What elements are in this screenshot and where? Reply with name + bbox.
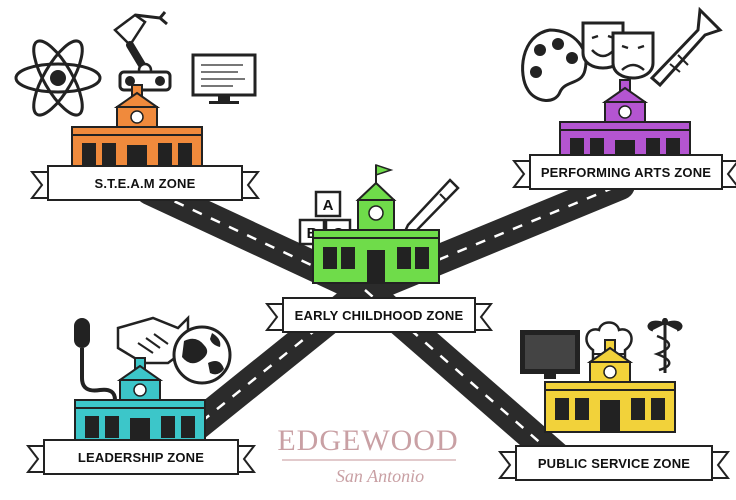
edgewood-logo-script: San Antonio	[336, 466, 424, 486]
microphone-icon	[74, 318, 117, 401]
public-service-zone-label: PUBLIC SERVICE ZONE	[538, 456, 690, 471]
public-service-zone-banner: PUBLIC SERVICE ZONE	[497, 445, 731, 481]
theater-masks-icon	[581, 21, 655, 80]
early-childhood-school-building	[312, 163, 440, 284]
early-childhood-zone-banner: EARLY CHILDHOOD ZONE	[264, 297, 494, 333]
steam-zone-label: S.T.E.A.M ZONE	[94, 176, 195, 191]
leadership-zone-label: LEADERSHIP ZONE	[78, 450, 204, 465]
early-childhood-zone-label: EARLY CHILDHOOD ZONE	[295, 308, 464, 323]
arts-zone-label: PERFORMING ARTS ZONE	[541, 165, 711, 180]
caduceus-icon	[647, 318, 683, 373]
trumpet-icon	[649, 6, 723, 88]
public-service-zone: PUBLIC SERVICE ZONE	[497, 318, 731, 481]
early-childhood-zone: A B C	[264, 163, 494, 333]
steam-zone: S.T.E.A.M ZONE	[14, 11, 261, 201]
arts-zone-banner: PERFORMING ARTS ZONE	[511, 154, 736, 190]
tv-monitor-icon	[520, 330, 580, 379]
computer-monitor-icon	[191, 53, 257, 104]
robot-arm-icon	[113, 11, 172, 92]
leadership-zone: LEADERSHIP ZONE	[25, 314, 257, 475]
globe-icon	[172, 325, 232, 385]
steam-zone-banner: S.T.E.A.M ZONE	[29, 165, 261, 201]
public-service-school-building	[544, 339, 676, 433]
atom-icon	[14, 39, 102, 117]
performing-arts-zone: PERFORMING ARTS ZONE	[511, 6, 736, 190]
steam-school-building	[71, 84, 203, 178]
leadership-zone-banner: LEADERSHIP ZONE	[25, 439, 257, 475]
edgewood-logo-text: EDGEWOOD	[277, 424, 458, 457]
palette-icon	[521, 28, 588, 102]
edgewood-logo: EDGEWOOD San Antonio	[277, 424, 458, 486]
block-a-letter: A	[323, 197, 334, 214]
